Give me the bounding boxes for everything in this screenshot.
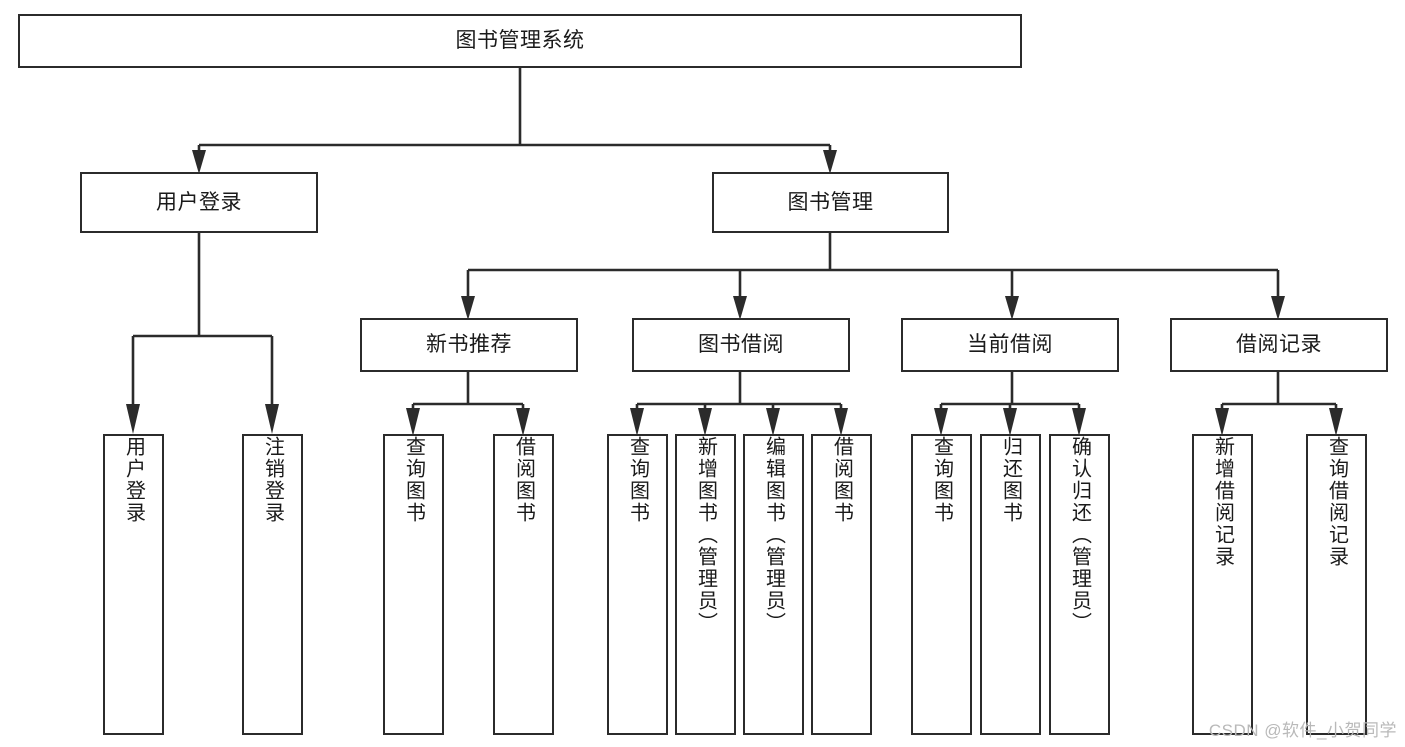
watermark: CSDN @软件_小贺同学 <box>1208 721 1397 740</box>
arrowhead-leaf-edit-book <box>766 408 780 436</box>
node-leaf-query-book-2-label: 查询图书 <box>626 436 649 524</box>
node-leaf-edit-book-label: 编辑图书（管理员） <box>762 436 785 634</box>
arrowhead-leaf-borrow-book-2 <box>834 408 848 436</box>
node-leaf-logout-label: 注销登录 <box>261 436 284 524</box>
node-leaf-query-record-label: 查询借阅记录 <box>1325 436 1348 568</box>
arrowhead-book-borrow <box>733 296 747 320</box>
node-leaf-borrow-book-1-label: 借阅图书 <box>512 436 535 524</box>
node-current-borrow-label: 当前借阅 <box>967 333 1053 357</box>
arrowhead-borrow-record <box>1271 296 1285 320</box>
node-leaf-confirm-return[interactable]: 确认归还（管理员） <box>1049 434 1110 735</box>
arrowhead-leaf-logout <box>265 404 279 434</box>
node-new-book-recommend-label: 新书推荐 <box>426 333 512 357</box>
arrowhead-leaf-return-book <box>1003 408 1017 436</box>
node-leaf-query-book-3[interactable]: 查询图书 <box>911 434 972 735</box>
node-leaf-logout[interactable]: 注销登录 <box>242 434 303 735</box>
arrowhead-leaf-confirm-return <box>1072 408 1086 436</box>
node-leaf-add-book-label: 新增图书（管理员） <box>694 436 717 634</box>
node-user-login-label: 用户登录 <box>156 190 242 214</box>
arrowhead-user-login <box>192 150 206 174</box>
arrowhead-leaf-add-book <box>698 408 712 436</box>
node-leaf-edit-book[interactable]: 编辑图书（管理员） <box>743 434 804 735</box>
node-leaf-query-book-2[interactable]: 查询图书 <box>607 434 668 735</box>
arrowhead-current-borrow <box>1005 296 1019 320</box>
node-book-borrow-label: 图书借阅 <box>698 333 784 357</box>
arrowhead-new-book <box>461 296 475 320</box>
node-leaf-confirm-return-label: 确认归还（管理员） <box>1068 436 1091 634</box>
node-root-book-management-system[interactable]: 图书管理系统 <box>18 14 1022 68</box>
node-leaf-borrow-book-1[interactable]: 借阅图书 <box>493 434 554 735</box>
arrowhead-leaf-add-record <box>1215 408 1229 436</box>
arrowhead-leaf-borrow-book-1 <box>516 408 530 436</box>
node-current-borrow[interactable]: 当前借阅 <box>901 318 1119 372</box>
node-leaf-borrow-book-2-label: 借阅图书 <box>830 436 853 524</box>
node-leaf-return-book-label: 归还图书 <box>999 436 1022 524</box>
arrowhead-book-manage <box>823 150 837 174</box>
node-leaf-user-login-label: 用户登录 <box>122 436 145 524</box>
node-leaf-query-book-1-label: 查询图书 <box>402 436 425 524</box>
node-book-manage[interactable]: 图书管理 <box>712 172 949 233</box>
node-borrow-record[interactable]: 借阅记录 <box>1170 318 1388 372</box>
node-book-borrow[interactable]: 图书借阅 <box>632 318 850 372</box>
arrowheads <box>126 150 1343 436</box>
node-leaf-query-record[interactable]: 查询借阅记录 <box>1306 434 1367 735</box>
arrowhead-leaf-query-book-1 <box>406 408 420 436</box>
node-leaf-add-book[interactable]: 新增图书（管理员） <box>675 434 736 735</box>
arrowhead-leaf-query-book-2 <box>630 408 644 436</box>
node-leaf-add-record[interactable]: 新增借阅记录 <box>1192 434 1253 735</box>
arrowhead-leaf-query-book-3 <box>934 408 948 436</box>
node-leaf-query-book-3-label: 查询图书 <box>930 436 953 524</box>
node-leaf-borrow-book-2[interactable]: 借阅图书 <box>811 434 872 735</box>
node-new-book-recommend[interactable]: 新书推荐 <box>360 318 578 372</box>
node-leaf-return-book[interactable]: 归还图书 <box>980 434 1041 735</box>
node-borrow-record-label: 借阅记录 <box>1236 333 1322 357</box>
node-root-label: 图书管理系统 <box>455 29 585 53</box>
node-leaf-add-record-label: 新增借阅记录 <box>1211 436 1234 568</box>
node-leaf-user-login[interactable]: 用户登录 <box>103 434 164 735</box>
node-leaf-query-book-1[interactable]: 查询图书 <box>383 434 444 735</box>
node-user-login[interactable]: 用户登录 <box>80 172 318 233</box>
arrowhead-leaf-query-record <box>1329 408 1343 436</box>
arrowhead-leaf-user-login <box>126 404 140 434</box>
node-book-manage-label: 图书管理 <box>787 190 874 214</box>
